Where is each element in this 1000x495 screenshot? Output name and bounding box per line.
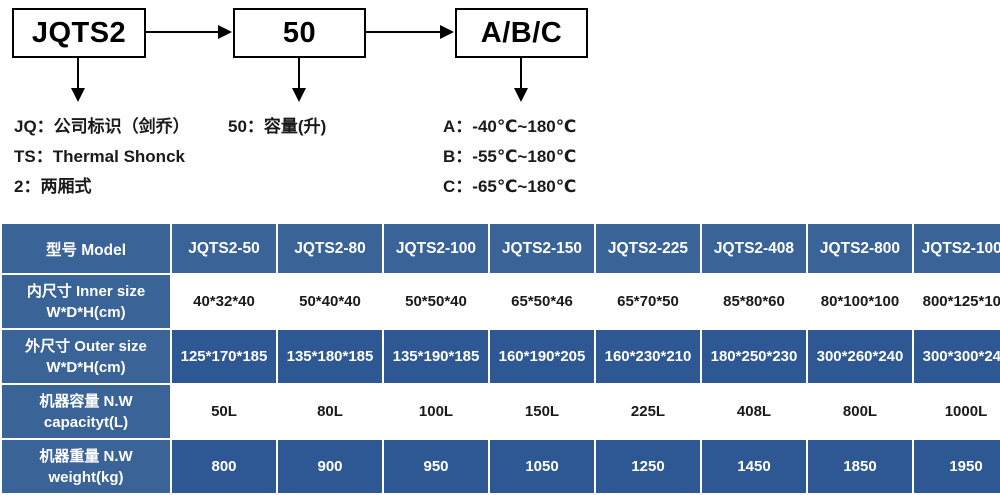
cell-outer-size-1: 135*180*185 bbox=[278, 330, 382, 383]
arrow-down-icon-2 bbox=[292, 88, 306, 102]
diagram-box-temp-class: A/B/C bbox=[455, 8, 588, 58]
cell-inner-size-7: 800*125*100 bbox=[914, 275, 1000, 328]
diagram-box-temp-class-label: A/B/C bbox=[480, 16, 563, 49]
legend-line-capacity: 50：容量(升) bbox=[228, 117, 327, 136]
cell-outer-size-2: 135*190*185 bbox=[384, 330, 488, 383]
cell-weight-7: 1950 bbox=[914, 440, 1000, 493]
cell-outer-size-4: 160*230*210 bbox=[596, 330, 700, 383]
cell-inner-size-3: 65*50*46 bbox=[490, 275, 594, 328]
row-label-inner-size: 内尺寸 Inner size W*D*H(cm) bbox=[2, 275, 170, 328]
row-label-line1: 内尺寸 Inner size bbox=[26, 282, 146, 300]
diagram-box-capacity-label: 50 bbox=[282, 16, 317, 49]
header-cell-model-2: JQTS2-100 bbox=[384, 224, 488, 273]
table-row: 内尺寸 Inner size W*D*H(cm) 40*32*40 50*40*… bbox=[2, 275, 1000, 328]
table-row: 外尺寸 Outer size W*D*H(cm) 125*170*185 135… bbox=[2, 330, 1000, 383]
legend-line-jq: JQ：公司标识（剑乔） bbox=[14, 117, 190, 136]
row-label-line1: 外尺寸 Outer size bbox=[25, 337, 147, 355]
row-label-line2: W*D*H(cm) bbox=[46, 303, 126, 321]
table-row: 机器重量 N.W weight(kg) 800 900 950 1050 125… bbox=[2, 440, 1000, 493]
cell-capacity-2: 100L bbox=[384, 385, 488, 438]
header-cell-model-6: JQTS2-800 bbox=[808, 224, 912, 273]
header-cell-model-4: JQTS2-225 bbox=[596, 224, 700, 273]
cell-capacity-7: 1000L bbox=[914, 385, 1000, 438]
arrow-down-icon-3 bbox=[514, 88, 528, 102]
connector-line-down-2 bbox=[298, 58, 300, 90]
legend-line-b: B：-55℃~180℃ bbox=[443, 147, 577, 166]
header-cell-model-0: JQTS2-50 bbox=[172, 224, 276, 273]
cell-inner-size-2: 50*50*40 bbox=[384, 275, 488, 328]
cell-outer-size-7: 300*300*240 bbox=[914, 330, 1000, 383]
connector-line-down-1 bbox=[77, 58, 79, 90]
cell-inner-size-6: 80*100*100 bbox=[808, 275, 912, 328]
cell-inner-size-4: 65*70*50 bbox=[596, 275, 700, 328]
header-cell-model-7: JQTS2-1000 bbox=[914, 224, 1000, 273]
cell-capacity-5: 408L bbox=[702, 385, 806, 438]
arrow-down-icon-1 bbox=[71, 88, 85, 102]
legend-line-c: C：-65℃~180℃ bbox=[443, 177, 577, 196]
cell-inner-size-5: 85*80*60 bbox=[702, 275, 806, 328]
legend-temp-class: A：-40℃~180℃ B：-55℃~180℃ C：-65℃~180℃ bbox=[443, 112, 576, 202]
row-label-line2: capacityt(L) bbox=[43, 413, 129, 431]
cell-inner-size-1: 50*40*40 bbox=[278, 275, 382, 328]
table-row: 机器容量 N.W capacityt(L) 50L 80L 100L 150L … bbox=[2, 385, 1000, 438]
connector-line-1 bbox=[146, 31, 220, 33]
cell-weight-4: 1250 bbox=[596, 440, 700, 493]
legend-line-a: A：-40℃~180℃ bbox=[443, 117, 577, 136]
cell-weight-6: 1850 bbox=[808, 440, 912, 493]
cell-inner-size-0: 40*32*40 bbox=[172, 275, 276, 328]
connector-line-down-3 bbox=[520, 58, 522, 90]
specification-table: 型号 Model JQTS2-50 JQTS2-80 JQTS2-100 JQT… bbox=[0, 222, 1000, 495]
cell-capacity-6: 800L bbox=[808, 385, 912, 438]
cell-capacity-4: 225L bbox=[596, 385, 700, 438]
legend-line-2: 2：两厢式 bbox=[14, 177, 92, 196]
arrow-right-icon-2 bbox=[440, 25, 454, 39]
cell-capacity-0: 50L bbox=[172, 385, 276, 438]
cell-capacity-1: 80L bbox=[278, 385, 382, 438]
header-cell-model-3: JQTS2-150 bbox=[490, 224, 594, 273]
model-code-diagram: JQTS2 50 A/B/C JQ：公司标识（剑乔） TS：Thermal Sh… bbox=[0, 0, 1000, 215]
legend-model-prefix: JQ：公司标识（剑乔） TS：Thermal Shonck 2：两厢式 bbox=[14, 112, 190, 202]
diagram-box-model-prefix-label: JQTS2 bbox=[31, 16, 127, 49]
cell-weight-1: 900 bbox=[278, 440, 382, 493]
legend-capacity: 50：容量(升) bbox=[228, 112, 326, 142]
cell-weight-5: 1450 bbox=[702, 440, 806, 493]
diagram-box-capacity: 50 bbox=[233, 8, 366, 58]
row-label-line2: W*D*H(cm) bbox=[46, 358, 126, 376]
arrow-right-icon-1 bbox=[218, 25, 232, 39]
row-label-line1: 机器重量 N.W bbox=[39, 447, 133, 465]
header-cell-label: 型号 Model bbox=[2, 224, 170, 273]
connector-line-2 bbox=[366, 31, 442, 33]
cell-outer-size-6: 300*260*240 bbox=[808, 330, 912, 383]
row-label-line2: weight(kg) bbox=[48, 468, 124, 486]
row-label-outer-size: 外尺寸 Outer size W*D*H(cm) bbox=[2, 330, 170, 383]
cell-weight-0: 800 bbox=[172, 440, 276, 493]
cell-outer-size-3: 160*190*205 bbox=[490, 330, 594, 383]
table-header-row: 型号 Model JQTS2-50 JQTS2-80 JQTS2-100 JQT… bbox=[2, 224, 1000, 273]
cell-weight-2: 950 bbox=[384, 440, 488, 493]
header-cell-model-1: JQTS2-80 bbox=[278, 224, 382, 273]
cell-capacity-3: 150L bbox=[490, 385, 594, 438]
header-cell-model-5: JQTS2-408 bbox=[702, 224, 806, 273]
cell-outer-size-0: 125*170*185 bbox=[172, 330, 276, 383]
row-label-machine-capacity: 机器容量 N.W capacityt(L) bbox=[2, 385, 170, 438]
cell-outer-size-5: 180*250*230 bbox=[702, 330, 806, 383]
cell-weight-3: 1050 bbox=[490, 440, 594, 493]
row-label-line1: 机器容量 N.W bbox=[39, 392, 133, 410]
row-label-machine-weight: 机器重量 N.W weight(kg) bbox=[2, 440, 170, 493]
legend-line-ts: TS：Thermal Shonck bbox=[14, 147, 185, 166]
diagram-box-model-prefix: JQTS2 bbox=[12, 8, 146, 58]
